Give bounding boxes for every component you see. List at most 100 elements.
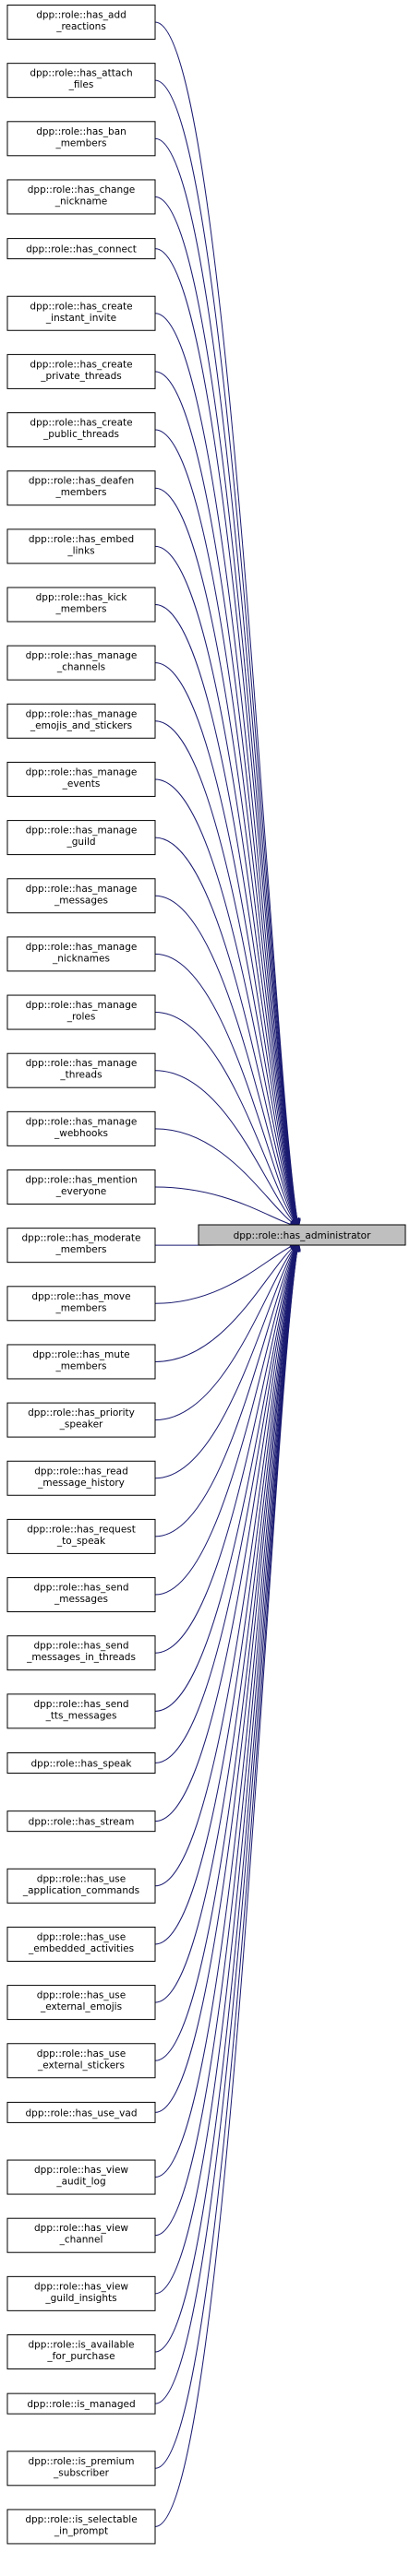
caller-node-label: _nicknames (52, 953, 110, 964)
caller-node-label: dpp::role::has_stream (29, 1817, 135, 1828)
call-edge (154, 1243, 298, 1596)
call-edge (154, 1243, 298, 2527)
caller-node[interactable]: dpp::role::has_deafen_members (6, 470, 156, 506)
caller-node[interactable]: dpp::role::has_kick_members (6, 587, 156, 623)
caller-node-label: dpp::role::has_priority (28, 1407, 135, 1419)
caller-node[interactable]: dpp::role::has_priority_speaker (6, 1402, 156, 1438)
call-edge (154, 137, 298, 1227)
caller-node[interactable]: dpp::role::has_use_application_commands (6, 1868, 156, 1904)
call-edge (154, 1243, 298, 2113)
caller-node-label: dpp::role::is_selectable (25, 2514, 137, 2525)
call-edge (154, 1012, 298, 1227)
caller-node[interactable]: dpp::role::has_use_external_stickers (6, 2043, 156, 2079)
caller-node[interactable]: dpp::role::has_manage_webhooks (6, 1110, 156, 1146)
caller-node-label: _files (68, 79, 94, 90)
call-edge (154, 953, 298, 1227)
caller-node[interactable]: dpp::role::is_selectable_in_prompt (6, 2509, 156, 2545)
call-edge (154, 662, 298, 1227)
caller-node-label: dpp::role::has_ban (36, 126, 127, 137)
caller-node-box (6, 2509, 156, 2545)
call-edge (154, 1243, 298, 2295)
caller-node[interactable]: dpp::role::has_stream (6, 1810, 156, 1833)
caller-node[interactable]: dpp::role::has_send_messages_in_threads (6, 1635, 156, 1671)
caller-node-box (6, 295, 156, 331)
caller-node-box (6, 2101, 156, 2123)
caller-node-box (6, 1460, 156, 1496)
caller-node[interactable]: dpp::role::has_read_message_history (6, 1460, 156, 1496)
call-edge (154, 1243, 298, 1304)
call-edge (154, 429, 298, 1227)
caller-node-label: dpp::role::has_use (37, 1873, 126, 1884)
caller-node[interactable]: dpp::role::has_manage_messages (6, 878, 156, 914)
caller-node-label: dpp::role::has_view (34, 2281, 128, 2292)
caller-node[interactable]: dpp::role::has_connect (6, 238, 156, 260)
caller-node-label: dpp::role::has_use (37, 2048, 126, 2060)
caller-node[interactable]: dpp::role::has_manage_threads (6, 1052, 156, 1088)
caller-node[interactable]: dpp::role::has_send_messages (6, 1577, 156, 1613)
caller-node-label: _links (66, 545, 94, 556)
caller-node-label: _events (62, 778, 101, 789)
caller-node[interactable]: dpp::role::has_send_tts_messages (6, 1693, 156, 1729)
caller-node-box (6, 1752, 156, 1774)
caller-node[interactable]: dpp::role::has_create_instant_invite (6, 295, 156, 331)
caller-node-box (6, 1635, 156, 1671)
caller-node[interactable]: dpp::role::has_use_vad (6, 2101, 156, 2123)
caller-node[interactable]: dpp::role::has_use_external_emojis (6, 1985, 156, 2021)
caller-node[interactable]: dpp::role::has_ban_members (6, 121, 156, 157)
caller-node-label: dpp::role::has_read (34, 1466, 128, 1477)
caller-node-box (6, 2275, 156, 2311)
caller-node[interactable]: dpp::role::has_manage_events (6, 761, 156, 797)
caller-node[interactable]: dpp::role::has_move_members (6, 1286, 156, 1322)
caller-node[interactable]: dpp::role::is_premium_subscriber (6, 2451, 156, 2487)
caller-node[interactable]: dpp::role::has_change_nickname (6, 179, 156, 215)
caller-node[interactable]: dpp::role::has_manage_emojis_and_sticker… (6, 703, 156, 739)
caller-node-label: _members (54, 487, 106, 498)
caller-node-box (6, 878, 156, 914)
caller-node[interactable]: dpp::role::has_create_private_threads (6, 353, 156, 389)
caller-node[interactable]: dpp::role::has_embed_links (6, 528, 156, 564)
caller-node[interactable]: dpp::role::has_manage_roles (6, 994, 156, 1030)
call-edge (154, 604, 298, 1228)
target-node-label: dpp::role::has_administrator (234, 1230, 372, 1241)
caller-node-label: dpp::role::has_manage (26, 884, 138, 895)
call-edge (154, 1243, 298, 2061)
caller-node-box (6, 470, 156, 506)
caller-node-box (6, 2217, 156, 2253)
caller-node[interactable]: dpp::role::has_view_channel (6, 2217, 156, 2253)
caller-node-box (6, 1985, 156, 2021)
caller-node[interactable]: dpp::role::has_view_audit_log (6, 2159, 156, 2195)
call-edge (154, 1186, 298, 1227)
caller-node[interactable]: dpp::role::has_mute_members (6, 1344, 156, 1380)
caller-node-box (6, 1693, 156, 1729)
caller-node-box (6, 2392, 156, 2415)
caller-node[interactable]: dpp::role::has_manage_channels (6, 645, 156, 681)
caller-node[interactable]: dpp::role::has_mention_everyone (6, 1169, 156, 1205)
call-edge (154, 371, 298, 1227)
caller-node[interactable]: dpp::role::has_view_guild_insights (6, 2275, 156, 2311)
caller-node[interactable]: dpp::role::has_create_public_threads (6, 412, 156, 448)
call-edge (154, 1243, 298, 1712)
caller-node[interactable]: dpp::role::is_managed (6, 2392, 156, 2415)
caller-node[interactable]: dpp::role::has_moderate_members (6, 1228, 156, 1264)
caller-node[interactable]: dpp::role::has_use_embedded_activities (6, 1926, 156, 1962)
caller-node[interactable]: dpp::role::is_available_for_purchase (6, 2334, 156, 2369)
caller-node-label: _channel (59, 2235, 103, 2246)
caller-node-box (6, 820, 156, 856)
caller-node-label: _members (54, 137, 106, 148)
caller-node[interactable]: dpp::role::has_manage_nicknames (6, 936, 156, 972)
caller-node-label: _messages_in_threads (26, 1652, 136, 1663)
caller-node[interactable]: dpp::role::has_speak (6, 1752, 156, 1774)
caller-node-label: _tts_messages (45, 1710, 117, 1721)
caller-node-label: dpp::role::has_manage (26, 942, 138, 953)
caller-node[interactable]: dpp::role::has_add_reactions (6, 5, 156, 40)
caller-node-box (6, 1577, 156, 1613)
caller-node-label: dpp::role::has_change (28, 184, 135, 196)
caller-node-label: _instant_invite (45, 313, 116, 324)
caller-node[interactable]: dpp::role::has_attach_files (6, 63, 156, 99)
call-edge (154, 1243, 298, 1362)
target-node[interactable]: dpp::role::has_administrator (198, 1224, 406, 1246)
caller-node-label: dpp::role::has_move (31, 1291, 130, 1302)
caller-node-box (6, 2451, 156, 2487)
caller-node[interactable]: dpp::role::has_manage_guild (6, 820, 156, 856)
caller-node[interactable]: dpp::role::has_request_to_speak (6, 1518, 156, 1554)
